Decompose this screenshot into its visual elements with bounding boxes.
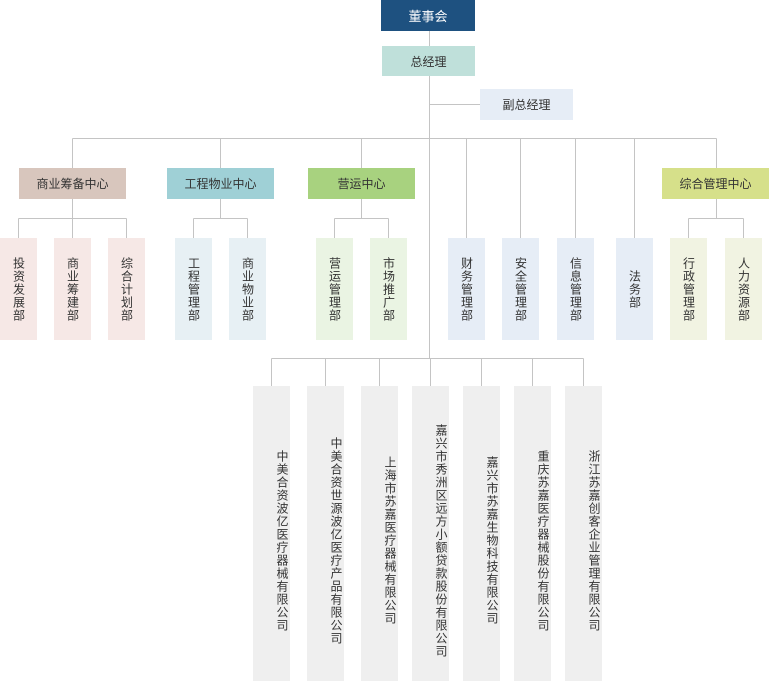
dept-finance: 财务管理部	[448, 238, 485, 340]
center-engineering: 工程物业中心	[167, 168, 274, 199]
dept-operations-management: 营运管理部	[316, 238, 353, 340]
dept-commercial-property: 商业物业部	[229, 238, 266, 340]
dept-investment-development: 投资发展部	[0, 238, 37, 340]
node-board: 董事会	[381, 0, 475, 31]
company-zhejiang-sujia-maker: 浙江苏嘉创客企业管理有限公司	[565, 386, 602, 681]
node-general-manager: 总经理	[382, 46, 475, 76]
center-admin: 综合管理中心	[662, 168, 769, 199]
node-deputy-general-manager: 副总经理	[480, 89, 573, 120]
company-chongqing-sujia-medical: 重庆苏嘉医疗器械股份有限公司	[514, 386, 551, 681]
company-shiyuan-boyi-medical: 中美合资世源波亿医疗产品有限公司	[307, 386, 344, 681]
company-shanghai-sujia-medical: 上海市苏嘉医疗器械有限公司	[361, 386, 398, 681]
dept-information: 信息管理部	[557, 238, 594, 340]
dept-planning: 综合计划部	[108, 238, 145, 340]
center-operations: 营运中心	[308, 168, 415, 199]
company-jiaxing-microfinance: 嘉兴市秀洲区远方小额贷款股份有限公司	[412, 386, 449, 681]
company-jiaxing-sujia-biotech: 嘉兴市苏嘉生物科技有限公司	[463, 386, 500, 681]
dept-commercial-construction: 商业筹建部	[54, 238, 91, 340]
company-boyi-medical-devices: 中美合资波亿医疗器械有限公司	[253, 386, 290, 681]
dept-human-resources: 人力资源部	[725, 238, 762, 340]
dept-legal: 法务部	[616, 238, 653, 340]
dept-safety: 安全管理部	[502, 238, 539, 340]
dept-marketing: 市场推广部	[370, 238, 407, 340]
dept-administration: 行政管理部	[670, 238, 707, 340]
center-commerce: 商业筹备中心	[19, 168, 126, 199]
dept-engineering-management: 工程管理部	[175, 238, 212, 340]
